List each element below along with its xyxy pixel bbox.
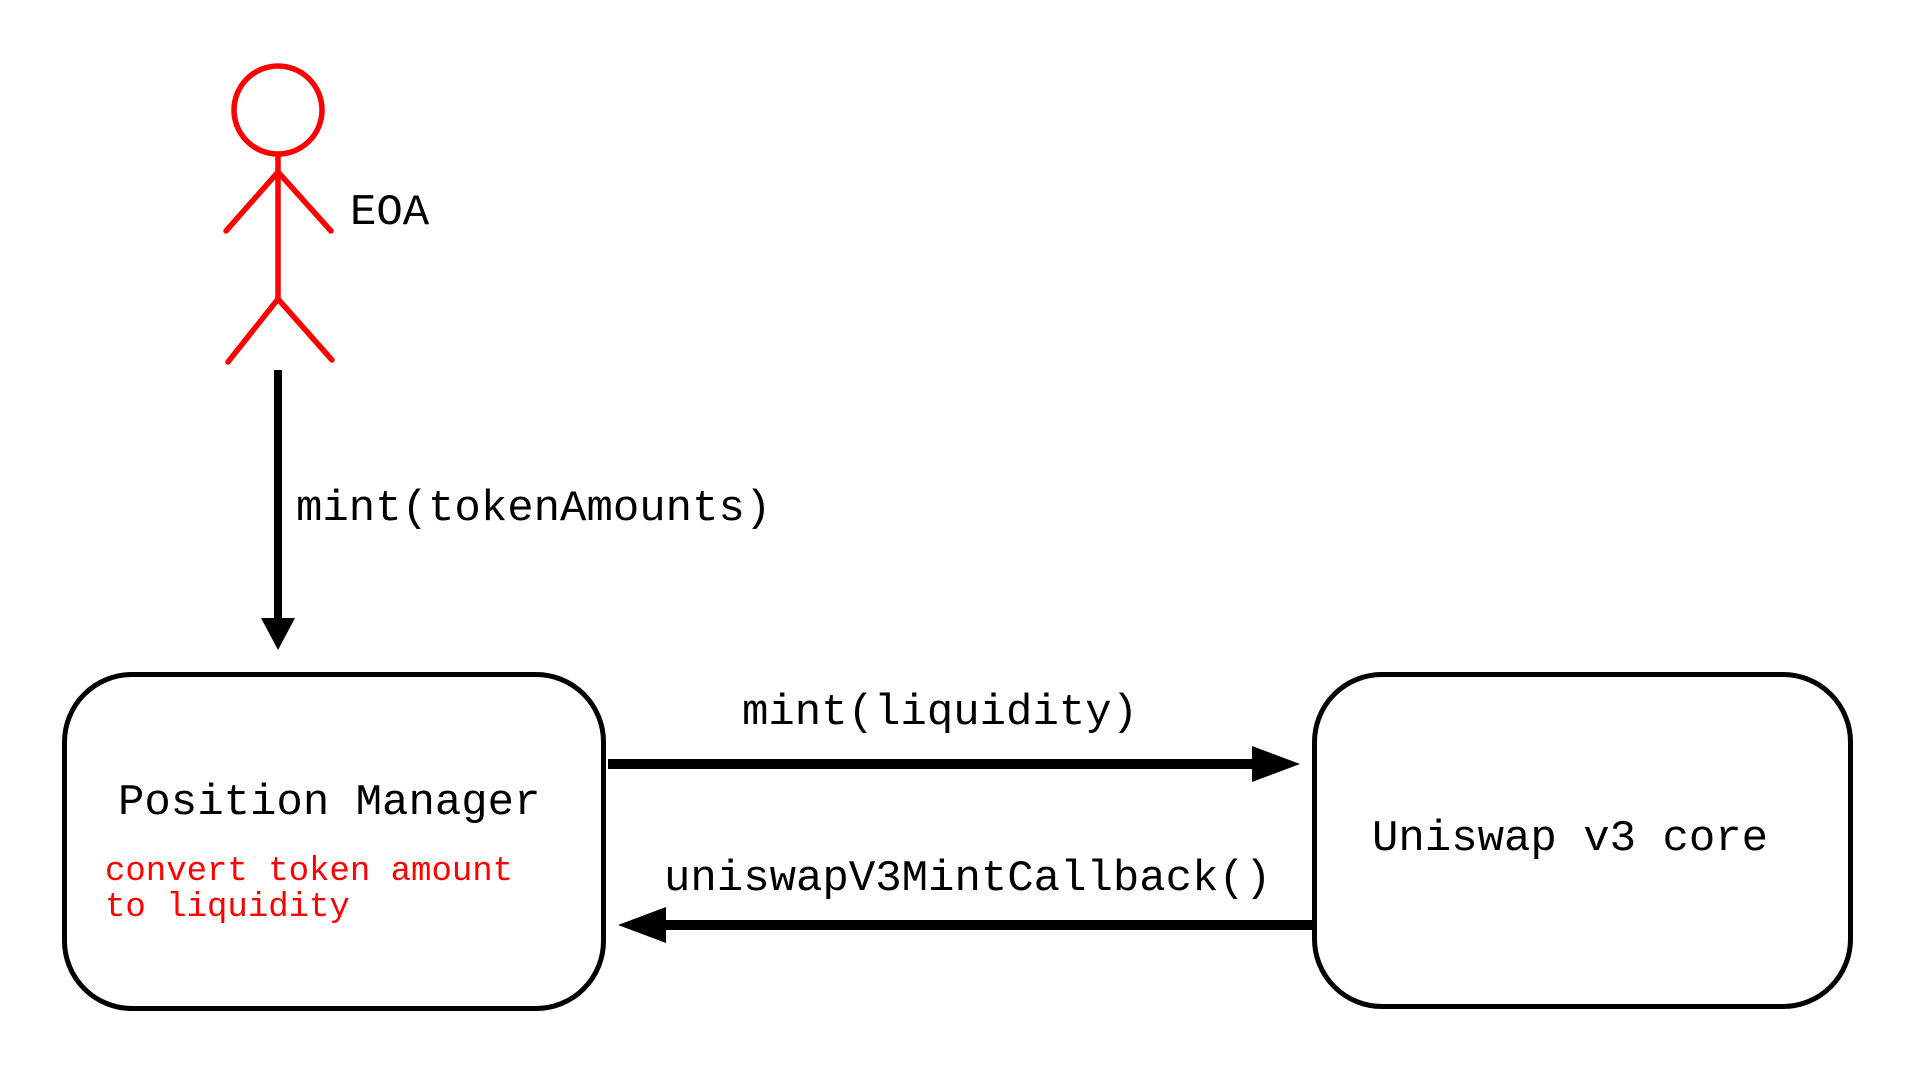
stick-figure-icon (223, 63, 335, 365)
node-note-convert-token-amount: convert token amount to liquidity (105, 853, 514, 927)
arrow-core-to-position-manager (618, 907, 1314, 943)
edge-label-mint-liquidity: mint(liquidity) (742, 688, 1139, 738)
node-title-uniswap-v3-core: Uniswap v3 core (1372, 814, 1769, 864)
edge-label-mint-token-amounts: mint(tokenAmounts) (296, 484, 772, 534)
node-uniswap-v3-core: Uniswap v3 core (1312, 672, 1853, 1009)
node-position-manager: Position Manager convert token amount to… (62, 672, 606, 1011)
node-title-position-manager: Position Manager (118, 778, 541, 828)
actor-label-eoa: EOA (350, 188, 430, 238)
edge-label-uniswap-v3-mint-callback: uniswapV3MintCallback() (664, 854, 1272, 904)
arrow-eoa-to-position-manager (261, 370, 295, 650)
arrow-position-manager-to-core (608, 746, 1300, 782)
